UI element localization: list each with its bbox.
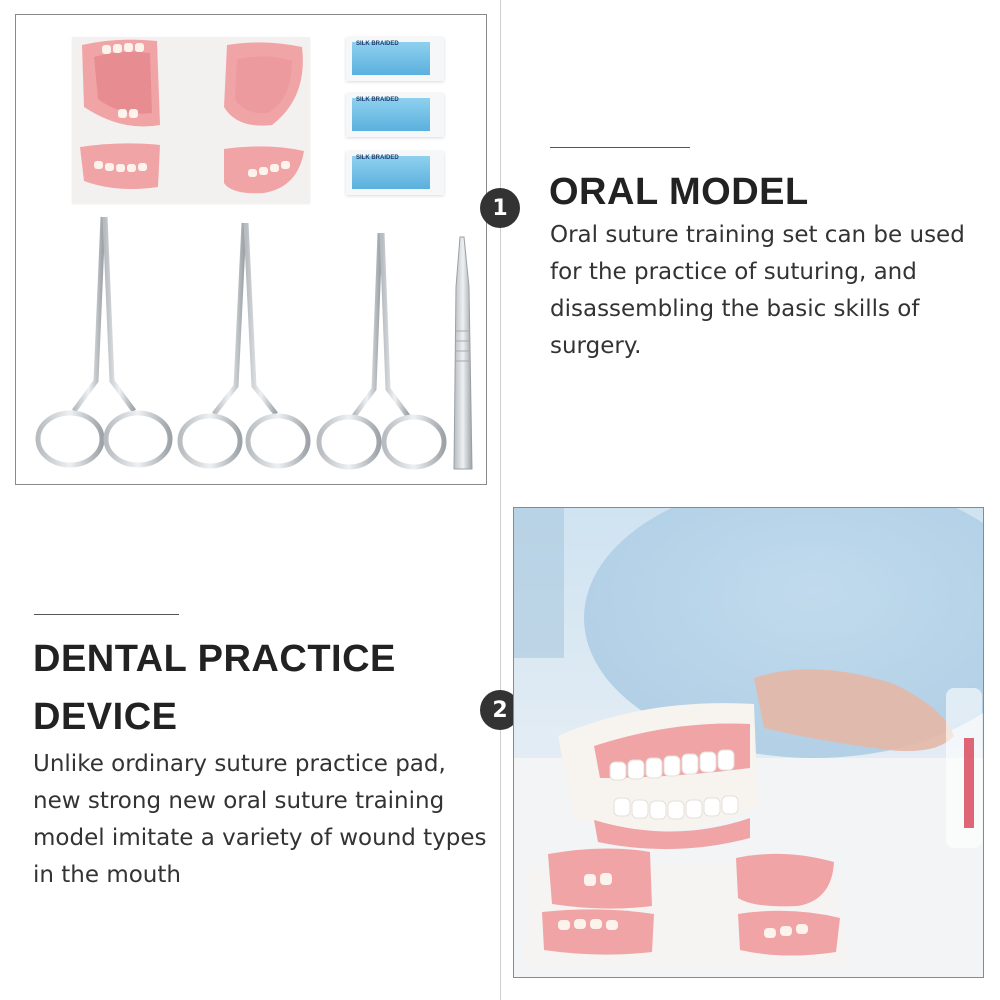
tweezers-icon — [453, 236, 473, 470]
section-2-rule — [34, 614, 179, 615]
suture-packet-label: SILK BRAIDED — [356, 155, 399, 161]
suture-packet: SILK BRAIDED — [346, 151, 444, 195]
gum-model-tray — [72, 37, 310, 203]
suture-packet-label: SILK BRAIDED — [356, 41, 399, 47]
step-1-badge: 1 — [480, 188, 520, 228]
section-1-title: ORAL MODEL — [549, 171, 809, 213]
suture-packet: SILK BRAIDED — [346, 37, 444, 81]
product-photo-panel: SILK BRAIDED SILK BRAIDED SILK BRAIDED — [15, 14, 487, 485]
dental-model-photo — [514, 508, 983, 977]
suture-packet-label: SILK BRAIDED — [356, 97, 399, 103]
section-2-description: Unlike ordinary suture practice pad, new… — [33, 751, 487, 888]
needle-holder-icon — [177, 222, 311, 469]
section-2-title-line1: DENTAL PRACTICE — [33, 638, 396, 680]
lifestyle-photo-panel — [513, 507, 984, 978]
gum-models-graphic — [80, 39, 304, 194]
center-divider — [500, 0, 501, 1000]
needle-holder-icon — [316, 232, 447, 470]
suture-packet: SILK BRAIDED — [346, 93, 444, 137]
section-1-description: Oral suture training set can be used for… — [550, 222, 965, 359]
section-2-title-line2: DEVICE — [33, 696, 178, 738]
section-1-rule — [550, 147, 690, 148]
needle-holder-icon — [35, 216, 173, 468]
surgical-instruments-graphic — [35, 216, 473, 470]
